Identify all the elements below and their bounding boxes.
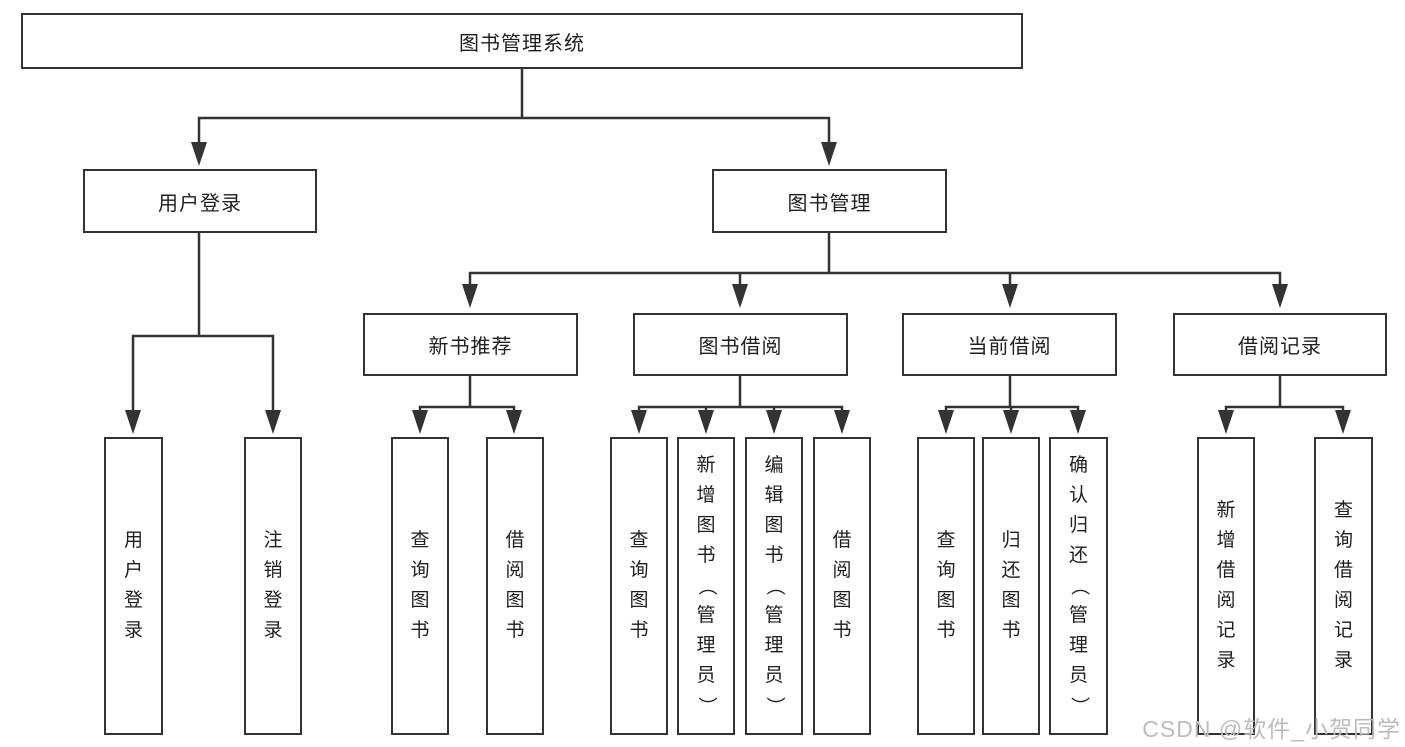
node-root: 图书管理系统 <box>21 13 1023 69</box>
leaf-borrow-edit-book-admin-label: 编辑图书（管理员） <box>764 455 785 716</box>
node-current-borrow: 当前借阅 <box>902 313 1117 376</box>
node-root-label: 图书管理系统 <box>459 32 585 55</box>
leaf-current-confirm-return-admin: 确认归还（管理员） <box>1049 437 1108 735</box>
leaf-logout-label: 注销登录 <box>263 530 283 641</box>
leaf-records-add-record: 新增借阅记录 <box>1197 437 1255 735</box>
leaf-current-return-book-label: 归还图书 <box>1001 530 1021 641</box>
leaf-borrow-borrow-book: 借阅图书 <box>813 437 871 735</box>
leaf-borrow-query-book: 查询图书 <box>610 437 668 735</box>
node-user-login-label: 用户登录 <box>158 192 242 215</box>
leaf-recommend-borrow-book-label: 借阅图书 <box>505 530 525 641</box>
node-book-manage-label: 图书管理 <box>787 192 872 215</box>
leaf-logout: 注销登录 <box>244 437 302 735</box>
leaf-recommend-borrow-book: 借阅图书 <box>486 437 544 735</box>
node-book-borrow: 图书借阅 <box>633 313 848 376</box>
leaf-borrow-add-book-admin: 新增图书（管理员） <box>677 437 735 735</box>
leaf-records-query-record: 查询借阅记录 <box>1314 437 1373 735</box>
leaf-recommend-query-book: 查询图书 <box>391 437 449 735</box>
node-current-borrow-label: 当前借阅 <box>967 336 1052 358</box>
leaf-user-login: 用户登录 <box>104 437 163 735</box>
leaf-user-login-label: 用户登录 <box>123 530 143 641</box>
leaf-current-query-book: 查询图书 <box>917 437 975 735</box>
leaf-borrow-query-book-label: 查询图书 <box>629 530 649 641</box>
node-borrow-records-label: 借阅记录 <box>1238 336 1322 358</box>
leaf-records-query-record-label: 查询借阅记录 <box>1333 500 1353 671</box>
leaf-borrow-borrow-book-label: 借阅图书 <box>832 530 852 641</box>
node-new-book-recommend-label: 新书推荐 <box>428 336 513 358</box>
node-user-login: 用户登录 <box>83 169 317 233</box>
node-new-book-recommend: 新书推荐 <box>363 313 578 376</box>
node-book-borrow-label: 图书借阅 <box>698 336 783 358</box>
leaf-records-add-record-label: 新增借阅记录 <box>1216 500 1236 671</box>
leaf-current-confirm-return-admin-label: 确认归还（管理员） <box>1068 455 1090 716</box>
csdn-watermark: CSDN @软件_小贺同学 <box>1142 716 1401 742</box>
leaf-borrow-add-book-admin-label: 新增图书（管理员） <box>696 455 717 716</box>
leaf-current-query-book-label: 查询图书 <box>936 530 956 641</box>
leaf-borrow-edit-book-admin: 编辑图书（管理员） <box>745 437 803 735</box>
node-borrow-records: 借阅记录 <box>1173 313 1387 376</box>
node-book-manage: 图书管理 <box>712 169 947 233</box>
leaf-recommend-query-book-label: 查询图书 <box>410 530 430 641</box>
leaf-current-return-book: 归还图书 <box>982 437 1040 735</box>
